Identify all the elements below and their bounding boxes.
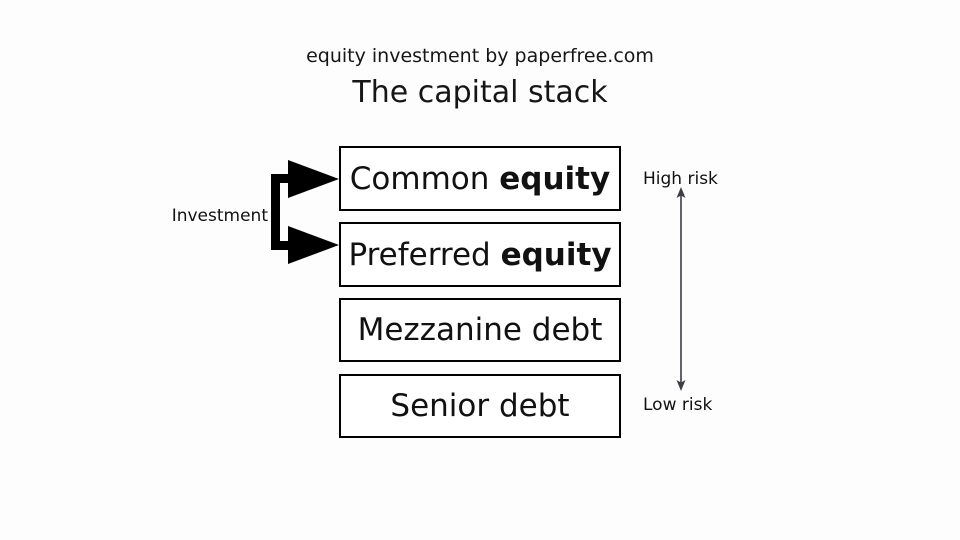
stack-layer-common-equity[interactable]: Common equity [339, 146, 621, 211]
stack-layer-prefix: Common [349, 160, 500, 197]
stack-layer-prefix: Senior debt [390, 388, 570, 424]
risk-high-label: High risk [643, 169, 718, 189]
stack-layer-prefix: Mezzanine debt [357, 312, 603, 348]
stack-layer-prefix: Preferred [348, 236, 501, 273]
investment-label: Investment [171, 206, 268, 226]
stack-layer-senior-debt[interactable]: Senior debt [339, 374, 621, 438]
stack-layer-label: Common equity [350, 162, 610, 196]
stack-layer-label: Senior debt [390, 389, 569, 423]
diagram-title: The capital stack [352, 75, 608, 110]
stack-layer-label: Mezzanine debt [358, 313, 603, 347]
risk-double-arrow-icon [676, 187, 686, 391]
diagram-subtitle: equity investment by paperfree.com [306, 45, 654, 67]
stack-layer-emphasis: equity [500, 236, 612, 273]
stack-layer-emphasis: equity [499, 160, 611, 197]
risk-low-label: Low risk [643, 395, 713, 415]
stack-layer-preferred-equity[interactable]: Preferred equity [339, 222, 621, 287]
investment-split-arrow-icon [271, 160, 339, 264]
stack-layer-mezzanine-debt[interactable]: Mezzanine debt [339, 298, 621, 362]
stack-layer-label: Preferred equity [348, 238, 611, 272]
